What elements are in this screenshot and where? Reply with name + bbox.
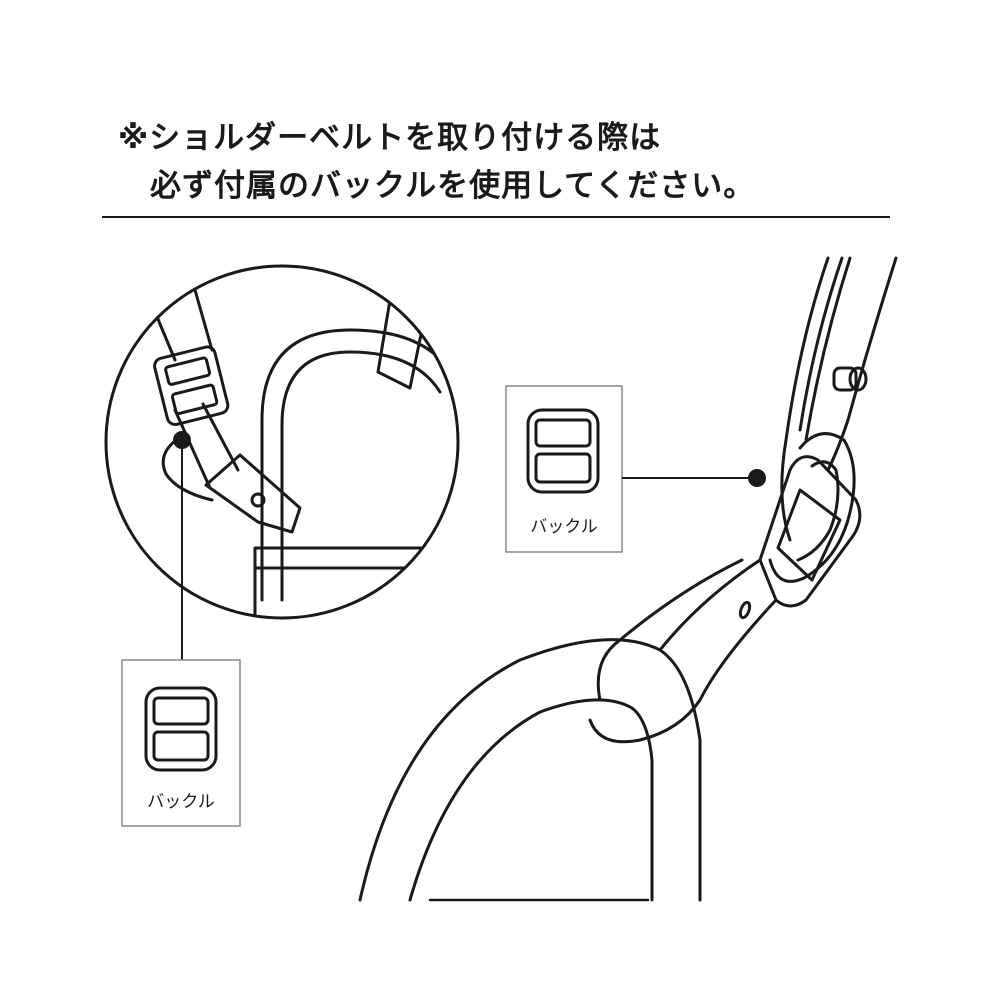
- zoom-buckle: [153, 345, 230, 427]
- left-buckle-label: バックル: [147, 792, 215, 812]
- right-buckle-callout: バックル: [505, 385, 623, 553]
- right-callout-dot: [748, 469, 766, 487]
- notice-line-2: 必ず付属のバックルを使用してください。: [150, 168, 756, 204]
- notice-line-1: ※ショルダーベルトを取り付ける際は: [118, 120, 662, 156]
- right-buckle-label: バックル: [530, 517, 598, 537]
- bag-handle-illustration: [358, 256, 898, 902]
- divider-line: [102, 216, 890, 218]
- left-buckle-callout: バックル: [121, 659, 241, 827]
- zoom-detail-circle: [104, 264, 460, 620]
